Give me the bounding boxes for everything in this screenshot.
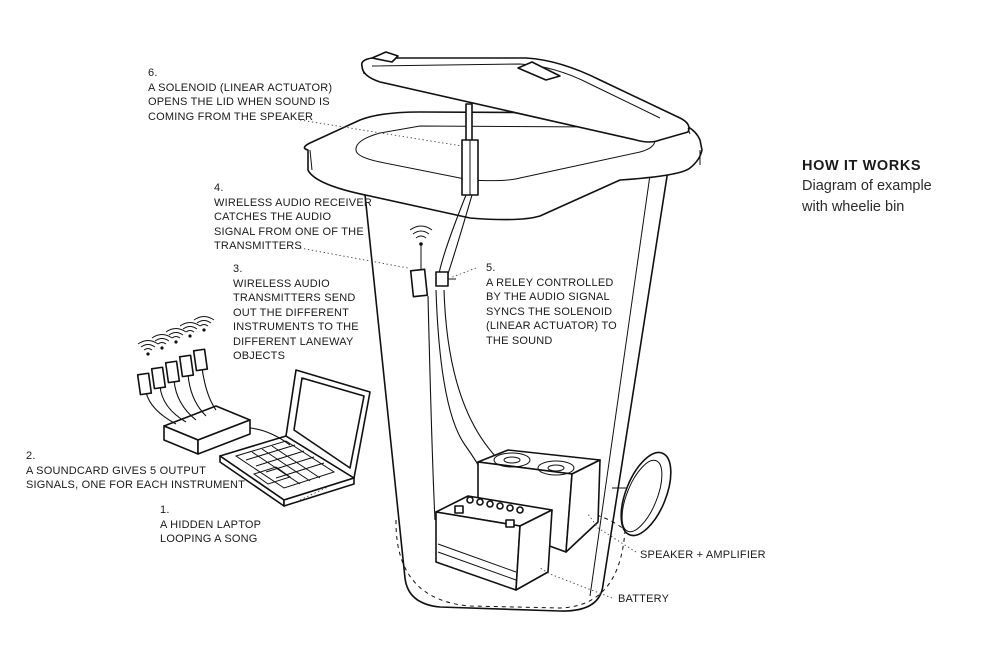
label-receiver: 4. WIRELESS AUDIO RECEIVER CATCHES THE A… [214,181,372,254]
label-laptop: 1. A HIDDEN LAPTOP LOOPING A SONG [160,503,261,547]
laptop [219,369,371,507]
label-line: SPEAKER + AMPLIFIER [640,549,766,561]
label-line: TRANSMITTERS SEND [233,292,356,304]
how-it-works-header: HOW IT WORKS Diagram of example with whe… [802,156,932,218]
label-solenoid: 6. A SOLENOID (LINEAR ACTUATOR) OPENS TH… [148,66,332,124]
signal-icon [137,316,215,356]
bin-wheel [612,451,672,537]
header-title: HOW IT WORKS [802,158,922,174]
leader-lines [299,119,637,599]
label-line: SIGNAL FROM ONE OF THE [214,225,364,238]
header-subtitle-line: with wheelie bin [802,199,905,215]
label-line: SYNCS THE SOLENOID [486,305,613,318]
label-line: THE SOUND [486,334,553,347]
soundcard [163,405,291,455]
battery [435,495,553,591]
label-line: WIRELESS AUDIO [233,277,330,290]
bin-body [303,111,703,612]
label-number: 4. [214,182,224,194]
label-line: DIFFERENT LANEWAY [233,335,354,348]
label-line: A HIDDEN LAPTOP [160,518,262,531]
transmitters [136,348,217,425]
label-line: CATCHES THE AUDIO [214,211,332,223]
label-line: COMING FROM THE SPEAKER [148,110,314,123]
header-subtitle-line: Diagram of example [802,178,932,194]
label-speaker: SPEAKER + AMPLIFIER [640,548,766,563]
solenoid-actuator [461,103,479,196]
label-line: (LINEAR ACTUATOR) TO [486,320,617,332]
label-relay: 5. A RELEY CONTROLLED BY THE AUDIO SIGNA… [486,261,617,348]
label-number: 1. [160,504,170,516]
relay-unit [435,271,456,287]
label-number: 3. [233,263,243,275]
label-line: SIGNALS, ONE FOR EACH INSTRUMENT [26,479,246,491]
label-line: OBJECTS [233,350,286,362]
label-number: 2. [26,450,36,462]
label-line: LOOPING A SONG [160,533,258,545]
label-line: OPENS THE LID WHEN SOUND IS [148,96,330,108]
label-line: A RELEY CONTROLLED [486,276,614,289]
label-line: WIRELESS AUDIO RECEIVER [214,196,373,209]
label-soundcard: 2. A SOUNDCARD GIVES 5 OUTPUT SIGNALS, O… [26,449,245,493]
label-transmitters: 3. WIRELESS AUDIO TRANSMITTERS SEND OUT … [233,262,359,364]
label-line: A SOUNDCARD GIVES 5 OUTPUT [26,464,207,477]
receiver-unit [409,225,433,298]
label-line: BATTERY [618,593,670,605]
label-line: INSTRUMENTS TO THE [233,321,359,333]
label-line: TRANSMITTERS [214,240,302,252]
bin-lid [360,51,691,143]
label-number: 6. [148,67,158,79]
label-line: BY THE AUDIO SIGNAL [486,291,610,303]
label-line: A SOLENOID (LINEAR ACTUATOR) [148,81,333,94]
label-line: OUT THE DIFFERENT [233,306,350,319]
label-number: 5. [486,262,496,274]
label-battery: BATTERY [618,592,669,607]
